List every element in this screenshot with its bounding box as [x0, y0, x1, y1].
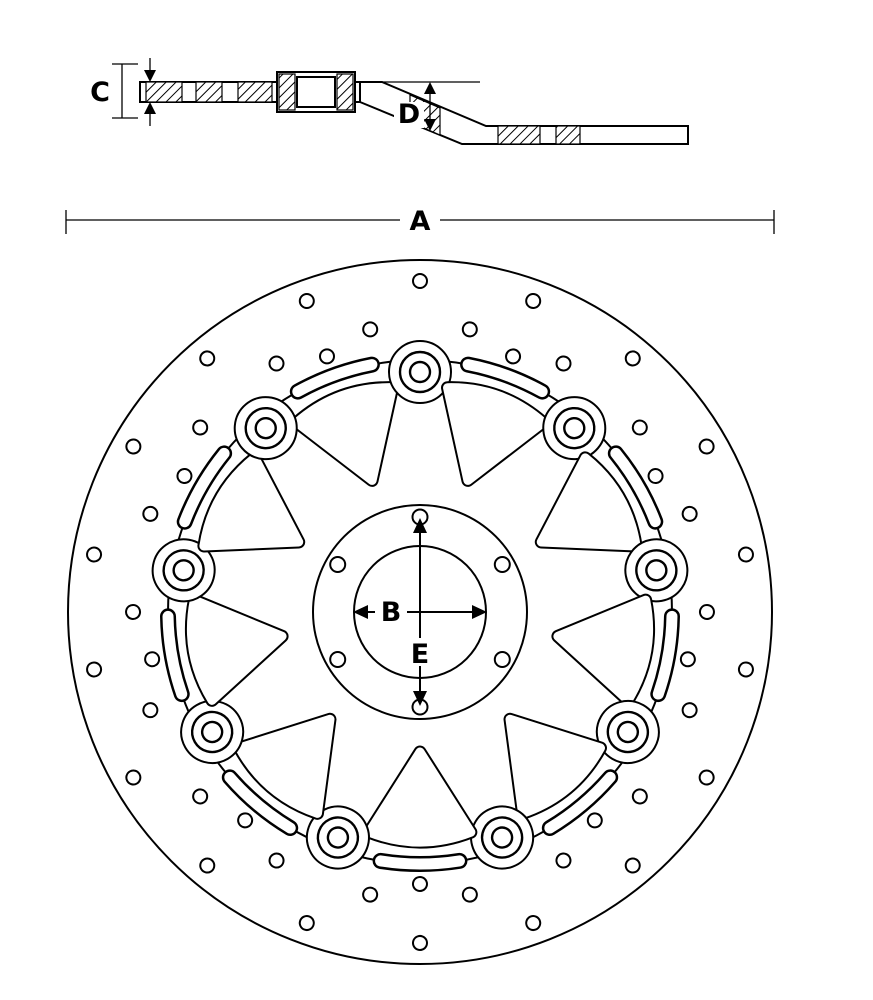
left-band-hatch: [195, 81, 223, 103]
bolt-hole: [493, 651, 511, 668]
dimension-C: C: [90, 58, 156, 126]
label-B: B: [381, 597, 402, 628]
bolt-hole: [329, 651, 347, 668]
right-band-hatch: [497, 125, 541, 145]
arrowhead-down: [424, 119, 436, 131]
dimension-A: A: [65, 206, 775, 237]
arrowhead-down: [144, 70, 156, 82]
disc-offset-arm: [359, 81, 689, 145]
right-band-hatch: [555, 125, 581, 145]
label-A: A: [410, 206, 431, 237]
arrowhead-up: [413, 518, 427, 533]
hub-hatch: [278, 73, 296, 111]
bolt-hole: [329, 556, 347, 573]
dimension-E: E: [404, 518, 436, 706]
label-D: D: [398, 99, 420, 130]
left-band-hatch: [145, 81, 183, 103]
arrowhead-down: [413, 691, 427, 706]
arrowhead-up: [144, 102, 156, 114]
hub-hatch: [336, 73, 354, 111]
dimension-D: D: [360, 81, 480, 131]
bolt-holes: [329, 508, 511, 716]
cross-section-view: C D: [90, 58, 689, 145]
label-C: C: [90, 77, 110, 108]
bolt-hole: [493, 556, 511, 573]
arrowhead-up: [424, 82, 436, 94]
front-view: A B E: [61, 206, 788, 981]
label-E: E: [411, 639, 429, 670]
hub-bore-section: [296, 76, 336, 108]
arrowhead-right: [472, 605, 487, 619]
arrowhead-left: [353, 605, 368, 619]
left-band-hatch: [237, 81, 273, 103]
